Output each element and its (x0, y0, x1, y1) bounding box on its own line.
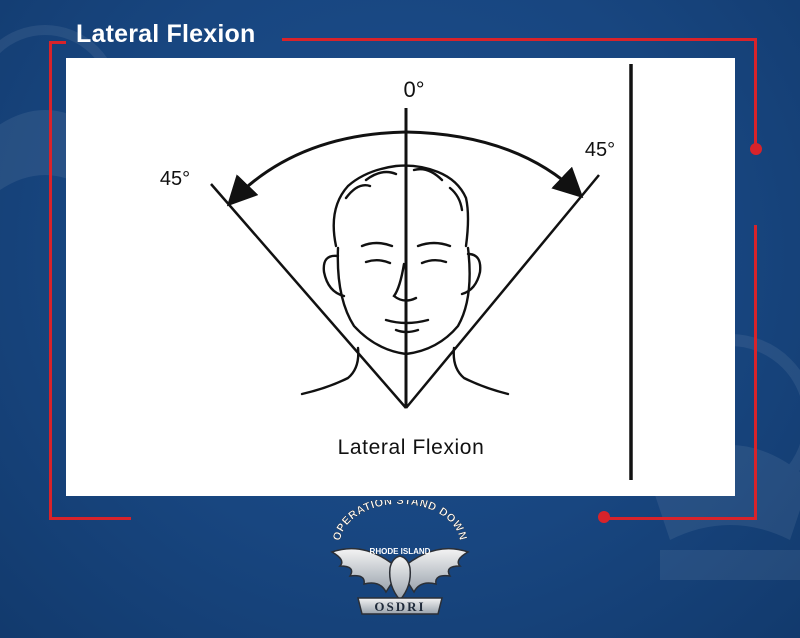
logo-arc-text: OPERATION STAND DOWN (331, 500, 469, 542)
left-45-line (210, 183, 407, 409)
frame-top-right (282, 38, 757, 41)
lateral-flexion-diagram: 0° 45° 45° Lateral Flexion (160, 64, 633, 480)
left-arc-arrow (226, 130, 407, 207)
logo-banner (357, 597, 443, 615)
eagle-icon (388, 555, 412, 602)
frame-right-lower (754, 225, 757, 520)
logo-banner-text: OSDRI (374, 599, 425, 614)
frame-right-upper (754, 38, 757, 148)
svg-text:OPERATION STAND DOWN: OPERATION STAND DOWN (331, 500, 469, 542)
angle-label-center: 0° (403, 77, 424, 102)
angle-label-right: 45° (585, 139, 615, 161)
frame-dot-right (750, 143, 762, 155)
frame-left (49, 41, 52, 520)
page-title: Lateral Flexion (76, 20, 256, 48)
right-wing-icon (399, 547, 470, 594)
diagram-panel: 0° 45° 45° Lateral Flexion (66, 58, 735, 496)
angle-label-left: 45° (160, 168, 190, 190)
diagram-caption: Lateral Flexion (338, 436, 485, 459)
right-arc-arrow (405, 130, 584, 199)
right-45-line (405, 174, 600, 409)
osdri-logo: OPERATION STAND DOWN RHODE ISLAND OSDRI (330, 500, 470, 615)
frame-top-left (49, 41, 66, 44)
frame-dot-bottom (598, 511, 610, 523)
frame-bottom-left (49, 517, 131, 520)
logo-sub-text: RHODE ISLAND (370, 547, 431, 556)
left-wing-icon (330, 547, 401, 594)
frame-bottom-right (606, 517, 757, 520)
